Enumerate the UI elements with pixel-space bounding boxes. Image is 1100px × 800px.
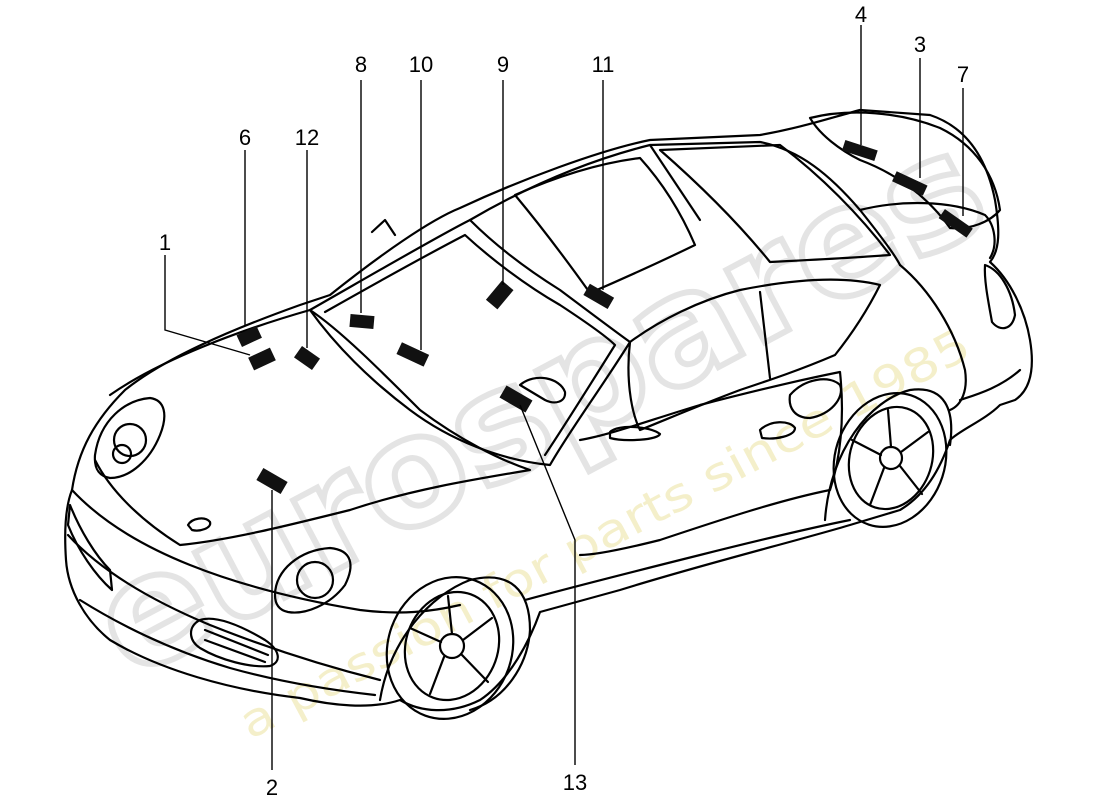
label-patch-6 [236,325,262,347]
callout-11: 11 [592,52,615,77]
label-patch-10 [396,342,430,367]
front-bumper [70,488,462,614]
label-patch-13 [499,385,533,413]
label-patch-2 [256,467,288,495]
label-patch-9 [485,280,514,310]
front-spoke [461,616,494,642]
leader-lines [164,25,964,770]
label-patches [236,139,973,495]
label-patch-1 [248,347,276,371]
front-bumper-lower [66,533,382,682]
grille-line [203,638,267,664]
rear-spoke [868,466,886,507]
rear-spoke [899,430,930,454]
rear-wheel [823,388,953,528]
rear-side-intake [788,378,843,420]
label-patch-4 [841,139,878,161]
side-mirror [518,376,567,404]
headlight-right [273,546,352,614]
hood-outline [93,308,532,547]
tail-light [983,263,1017,330]
callout-9: 9 [497,52,509,77]
rear-spoke [898,464,924,496]
antenna [370,218,397,237]
front-wheel [378,575,532,721]
callout-3: 3 [914,32,926,57]
side-intake [758,421,797,440]
front-spoke [446,594,454,636]
front-spoke [460,653,490,684]
label-patch-7 [938,209,973,238]
front-splitter [78,598,377,697]
callout-6: 6 [239,125,251,150]
windshield-inner [323,233,617,457]
hood-badge [186,517,212,532]
front-grille [189,617,279,668]
callout-4: 4 [855,2,867,27]
b-pillar [758,290,772,380]
rear-exhaust-line [958,368,1022,402]
front-intake-left [66,503,114,592]
callout-13: 13 [563,770,587,795]
callout-8: 8 [355,52,367,77]
rear-spoiler [808,111,1002,230]
leader-line-1 [164,255,251,356]
headlight-left-lens [111,443,133,465]
front-spoke [408,626,443,644]
roof-pillar [648,143,702,222]
rear-hub [878,445,904,471]
car-outline [64,108,1033,721]
side-window [627,278,882,432]
label-patch-11 [583,283,615,310]
front-spoke [428,655,446,696]
rear-spoke [886,408,893,449]
callout-7: 7 [957,62,969,87]
callout-numbers: 1 2 3 4 6 7 8 9 10 11 12 13 [159,2,969,800]
rear-tire [832,392,948,528]
label-patch-3 [892,171,928,196]
grille-line [203,628,270,657]
rear-window [658,143,892,264]
label-patch-12 [293,345,321,371]
rear-spoke [850,438,883,457]
car-body-outline [64,108,1033,712]
headlight-right-lens [295,560,335,600]
callout-2: 2 [266,775,278,800]
front-rim [403,590,501,702]
leader-line-13 [519,404,576,765]
callout-10: 10 [409,52,433,77]
callout-12: 12 [295,125,319,150]
sunroof [513,156,697,295]
headlight-left [93,396,166,480]
rear-deck [858,201,996,260]
label-patch-8 [349,313,375,330]
front-tire [385,575,515,721]
door-handle [608,425,662,442]
windshield [308,218,632,467]
rear-rim [847,405,935,511]
callout-1: 1 [159,230,171,255]
